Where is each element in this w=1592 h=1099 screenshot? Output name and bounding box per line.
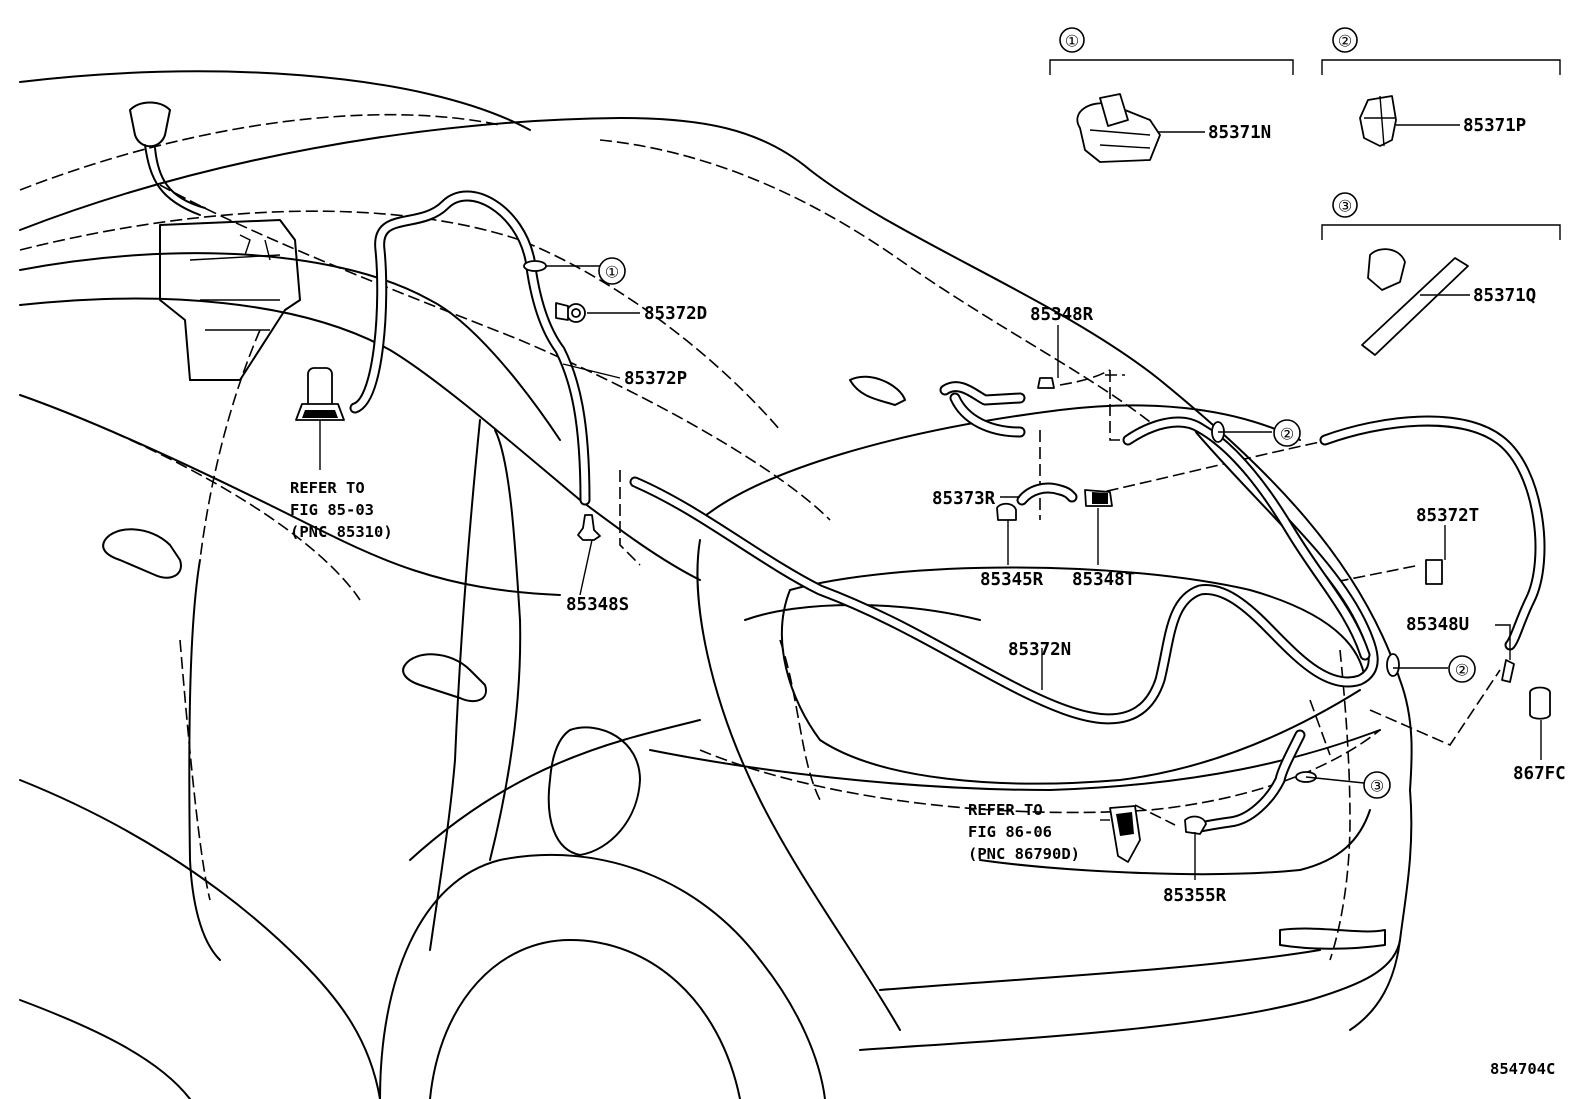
label-85345R: 85345R xyxy=(980,570,1044,590)
svg-text:②: ② xyxy=(1338,32,1352,51)
label-85348U: 85348U xyxy=(1406,615,1469,635)
callout-circles: ① ② ③ ① ② ② ③ xyxy=(598,27,1476,799)
washer-pump xyxy=(295,367,345,470)
svg-text:(PNC 85310): (PNC 85310) xyxy=(290,523,393,541)
group-bracket-3 xyxy=(1321,224,1561,356)
label-867FC: 867FC xyxy=(1513,764,1566,784)
refer-note-85-03: REFER TO FIG 85-03 (PNC 85310) xyxy=(290,479,393,541)
svg-text:②: ② xyxy=(1280,425,1294,444)
label-85372N: 85372N xyxy=(1008,640,1071,660)
callout-1-on-hose: ① xyxy=(598,257,626,285)
small-parts xyxy=(523,260,1551,863)
group-bracket-1 xyxy=(1049,59,1294,163)
svg-text:①: ① xyxy=(1065,32,1079,51)
svg-text:①: ① xyxy=(605,263,619,282)
label-85371P: 85371P xyxy=(1463,116,1526,136)
label-85348T: 85348T xyxy=(1072,570,1135,590)
group-bracket-2 xyxy=(1321,59,1561,147)
callout-1-header: ① xyxy=(1059,27,1085,53)
part-number-labels: 85371N 85371P 85371Q 85372D 85372P 85348… xyxy=(566,116,1566,906)
leader-lines xyxy=(546,265,1542,880)
label-85355R: 85355R xyxy=(1163,886,1227,906)
label-85373R: 85373R xyxy=(932,489,996,509)
label-85348R: 85348R xyxy=(1030,305,1094,325)
label-85372P: 85372P xyxy=(624,369,687,389)
svg-text:REFER TO: REFER TO xyxy=(968,801,1043,819)
callout-2-upper: ② xyxy=(1273,419,1301,447)
figure-id: 854704C xyxy=(1490,1060,1555,1078)
washer-hoses xyxy=(349,190,1546,834)
callout-2-lower: ② xyxy=(1448,655,1476,683)
label-85372D: 85372D xyxy=(644,304,707,324)
phantom-lines xyxy=(19,113,1501,961)
callout-3-lower: ③ xyxy=(1363,771,1391,799)
label-85372T: 85372T xyxy=(1416,506,1479,526)
label-85371N: 85371N xyxy=(1208,123,1271,143)
label-85348S: 85348S xyxy=(566,595,629,615)
refer-note-86-06: REFER TO FIG 86-06 (PNC 86790D) xyxy=(968,801,1080,863)
label-85371Q: 85371Q xyxy=(1473,286,1536,306)
callout-2-header: ② xyxy=(1332,27,1358,53)
svg-text:③: ③ xyxy=(1338,197,1352,216)
vehicle-body-outline xyxy=(19,70,1413,1099)
svg-text:FIG 85-03: FIG 85-03 xyxy=(290,501,374,519)
washer-tank xyxy=(129,101,301,381)
svg-text:FIG 86-06: FIG 86-06 xyxy=(968,823,1052,841)
svg-text:②: ② xyxy=(1455,661,1469,680)
svg-text:(PNC 86790D): (PNC 86790D) xyxy=(968,845,1080,863)
svg-text:③: ③ xyxy=(1370,777,1384,796)
callout-3-header: ③ xyxy=(1332,192,1358,218)
svg-text:REFER TO: REFER TO xyxy=(290,479,365,497)
